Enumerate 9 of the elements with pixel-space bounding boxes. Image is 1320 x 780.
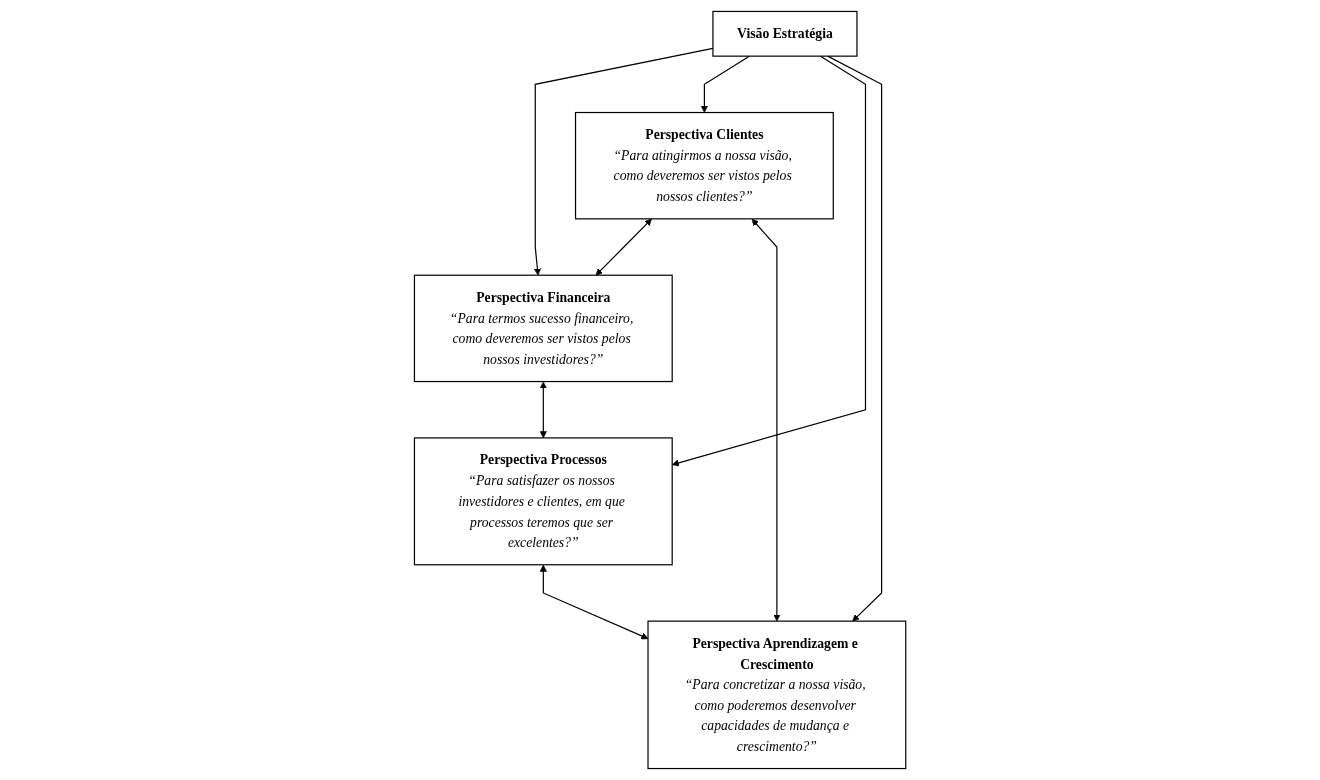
arrow bbox=[595, 218, 652, 276]
node-box: Perspectiva Aprendizagem e Crescimento “Para concretizar a nossa visão, como poderemos desenvolver capacidades de mudança e crescimento?” bbox=[647, 620, 907, 770]
node-box: Perspectiva Processos “Para satisfazer os nossos investidores e clientes, em que processos teremos que ser excelentes?” bbox=[413, 437, 673, 566]
arrow bbox=[539, 381, 547, 439]
node-box: Perspectiva Clientes “Para atingirmos a nossa visão, como deveremos ser vistos pelos nossos clientes?” bbox=[574, 111, 834, 220]
arrow bbox=[751, 218, 781, 622]
node-box: Visão Estratégia bbox=[712, 10, 858, 57]
arrow bbox=[700, 55, 750, 113]
node-box: Perspectiva Financeira “Para termos sucesso financeiro, como deveremos ser vistos pelos nossos investidores?” bbox=[413, 274, 673, 383]
